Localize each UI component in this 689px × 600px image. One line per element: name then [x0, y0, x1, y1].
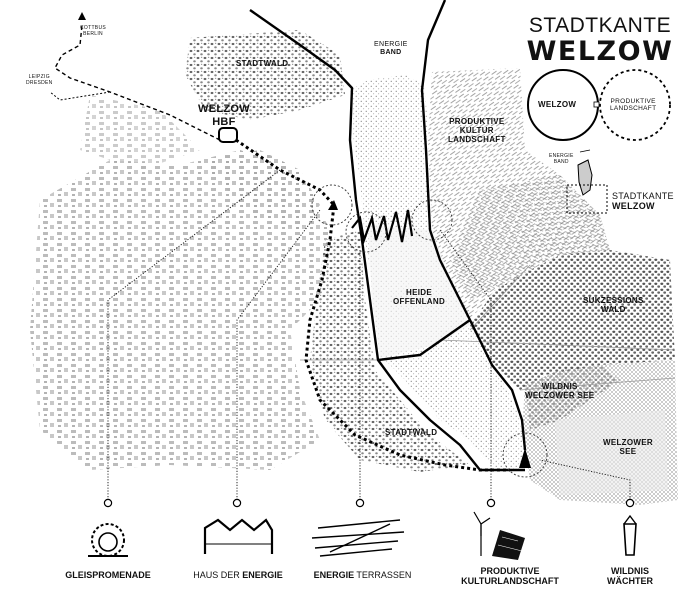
rail-arrow-icon	[78, 12, 86, 20]
gleispromenade-gear-icon	[88, 523, 128, 557]
diagram-welzow: WELZOW	[538, 100, 577, 109]
legend-wildnis-waechter: WILDNIS WÄCHTER	[607, 566, 653, 587]
wildnis-marker-icon	[519, 448, 531, 468]
wildnis-waechter-icon	[623, 514, 637, 556]
title-line2: WELZOW	[526, 36, 674, 67]
focus-circles	[311, 184, 548, 478]
label-stadtwald-north: STADTWALD	[236, 59, 289, 68]
forest-west	[310, 230, 470, 472]
rail-branch	[49, 91, 111, 101]
gleispromenade-route	[235, 138, 510, 472]
legend-haus-der-energie: HAUS DER ENERGIE	[193, 570, 283, 580]
haus-marker-icon	[328, 200, 338, 210]
legend-produktive-kulturlandschaft: PRODUKTIVE KULTURLANDSCHAFT	[461, 566, 559, 587]
legend-gleispromenade: GLEISPROMENADE	[65, 570, 151, 580]
legend-energie-terrassen: ENERGIE TERRASSEN	[313, 570, 412, 580]
rail-line	[54, 24, 221, 141]
haus-der-energie-icon	[203, 518, 274, 554]
title-line1: STADTKANTE	[528, 14, 672, 37]
energie-terrassen-icon	[311, 519, 405, 557]
stadtwald-north-forest	[185, 30, 345, 120]
concept-diagram	[527, 69, 671, 214]
leader-lines	[107, 169, 631, 500]
energie-terrassen-zigzag	[351, 209, 414, 245]
produktive-kulturlandschaft-icon	[473, 511, 525, 560]
town-fabric	[30, 95, 330, 470]
hbf-station-marker	[218, 127, 238, 143]
label-stadtwald-south: STADTWALD	[385, 428, 438, 437]
leader-endpoints	[103, 498, 635, 508]
sukzessionswald-area	[470, 250, 675, 390]
